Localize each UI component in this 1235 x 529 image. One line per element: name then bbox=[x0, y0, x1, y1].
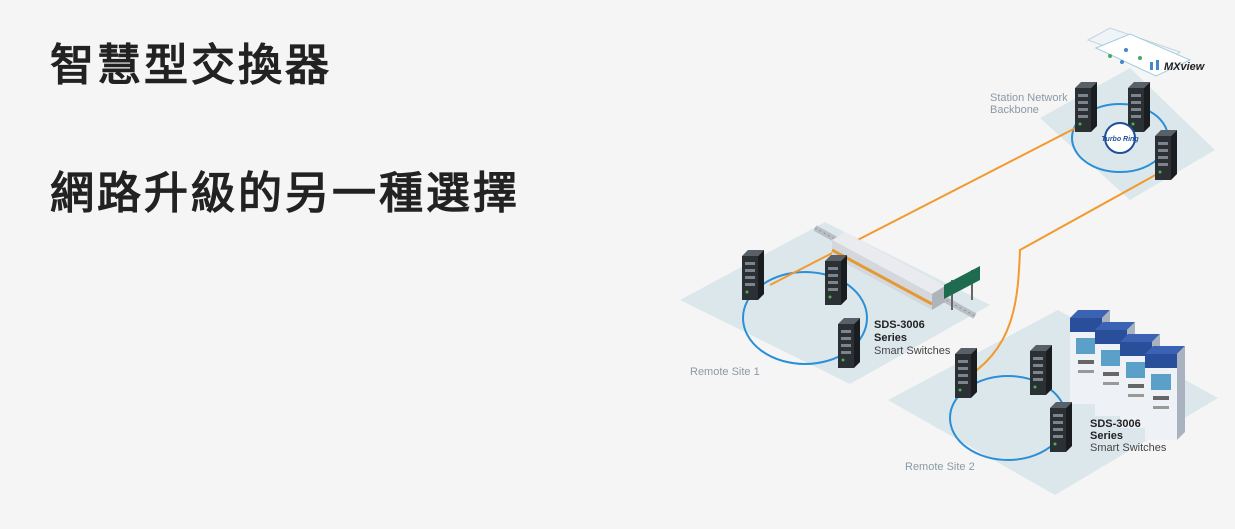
fiber-link-site2 bbox=[961, 167, 1169, 381]
svg-text:Turbo Ring: Turbo Ring bbox=[1101, 136, 1139, 143]
site1-switch bbox=[825, 255, 847, 305]
ticket-machine bbox=[1145, 346, 1185, 440]
site1-callout-type: Smart Switches bbox=[874, 345, 951, 357]
site2-callout-series: Series bbox=[1090, 430, 1123, 442]
backbone-switch bbox=[1075, 82, 1097, 132]
site2-sds-switch bbox=[1050, 402, 1072, 452]
site2-switch bbox=[955, 348, 977, 398]
site2-switch bbox=[1030, 345, 1052, 395]
backbone-label-line-2: Backbone bbox=[990, 104, 1039, 116]
site1-sds-switch bbox=[838, 318, 860, 368]
train bbox=[831, 232, 945, 310]
site1-callout-model: SDS-3006 bbox=[874, 319, 925, 331]
site1-callout-series: Series bbox=[874, 332, 907, 344]
site1-ring bbox=[742, 271, 868, 365]
site2-callout-type: Smart Switches bbox=[1090, 442, 1167, 454]
backbone-switch bbox=[1128, 82, 1150, 132]
headline-line-2: 網路升級的另一種選擇 bbox=[50, 168, 520, 219]
mxview-logo: MXview bbox=[1164, 61, 1206, 73]
site1-label: Remote Site 1 bbox=[690, 366, 760, 378]
backbone-switch bbox=[1155, 130, 1177, 180]
site1-switch bbox=[742, 250, 764, 300]
mxview-monitor bbox=[1086, 27, 1192, 77]
fiber-link-site1 bbox=[769, 117, 1096, 286]
network-diagram: MXview Turbo Ring Station Network Backbo… bbox=[680, 27, 1218, 495]
site2-label: Remote Site 2 bbox=[905, 461, 975, 473]
station-sign bbox=[944, 266, 980, 310]
backbone-label-line-1: Station Network bbox=[990, 92, 1068, 104]
turbo-ring-logo: Turbo Ring bbox=[1101, 122, 1139, 154]
site2-callout-model: SDS-3006 bbox=[1090, 418, 1141, 430]
headline-line-1: 智慧型交換器 bbox=[50, 40, 332, 91]
